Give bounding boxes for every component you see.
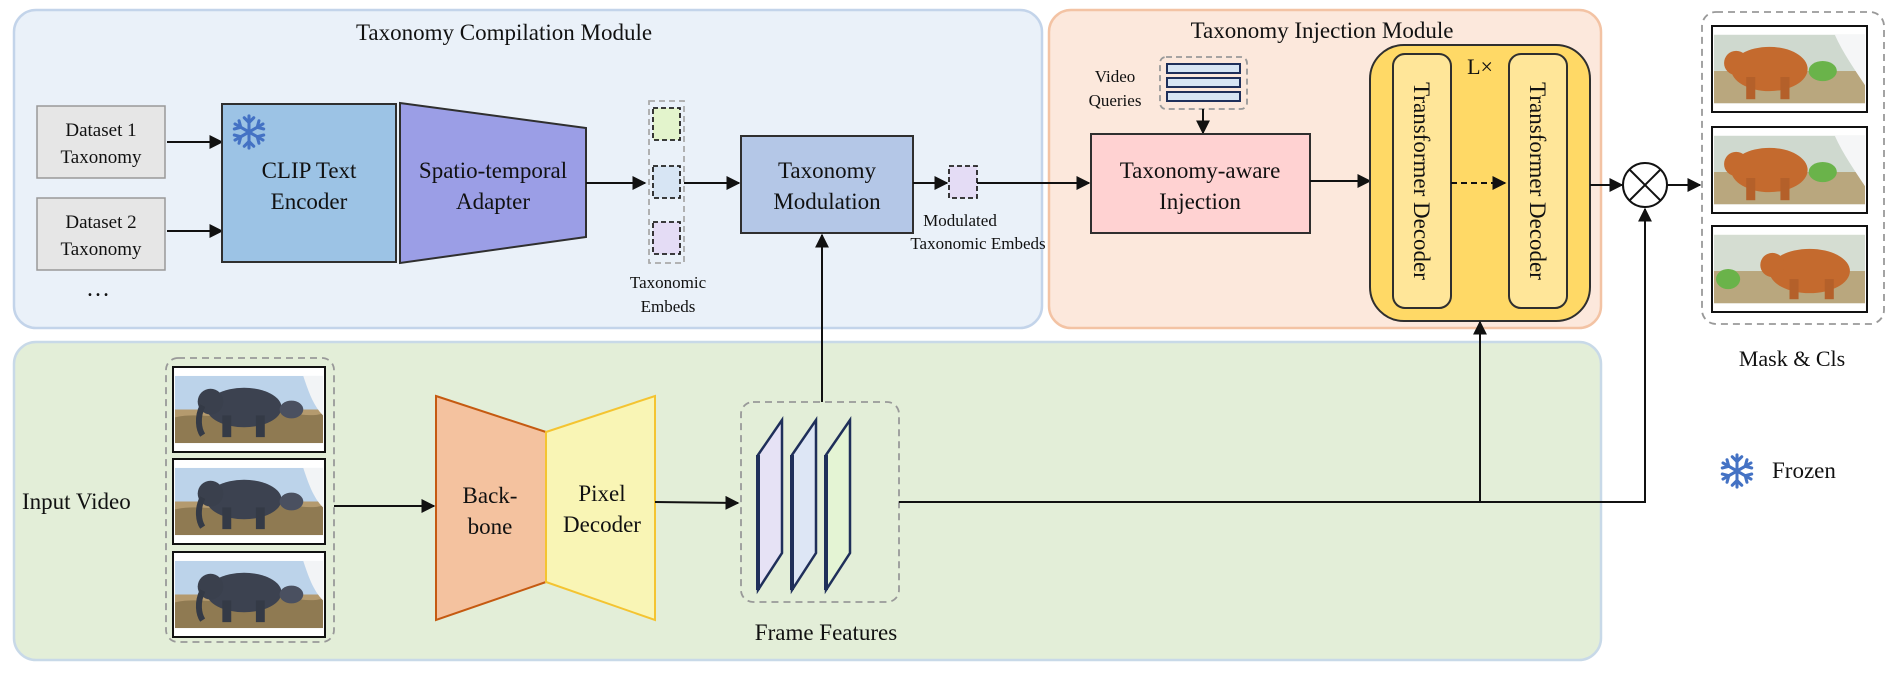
svg-text:bone: bone (468, 514, 513, 539)
svg-text:Queries: Queries (1089, 91, 1142, 110)
multiply-circle-icon (1622, 162, 1668, 208)
transformer-decoder-2 (1508, 53, 1568, 309)
svg-text:Pixel: Pixel (578, 481, 625, 506)
elephant-frame-icon (175, 376, 323, 443)
svg-text:Modulation: Modulation (773, 189, 881, 214)
svg-text:Taxonomy: Taxonomy (61, 239, 142, 260)
elephant-frame-icon (175, 561, 323, 628)
segmented-mask-icon (1714, 135, 1865, 205)
taxonomic-embeds-label-2: Embeds (641, 297, 696, 316)
segmented-mask-icon (1714, 34, 1865, 104)
video-queries: Video Queries (1089, 56, 1248, 110)
dataset-1-box: Dataset 1 Taxonomy (36, 105, 166, 179)
segmented-mask-icon (1714, 234, 1865, 304)
elephant-frame-icon (175, 468, 323, 535)
frame-features-label: Frame Features (755, 620, 897, 645)
spatio-temporal-adapter: Spatio-temporal Adapter (399, 101, 587, 265)
svg-text:Back-: Back- (463, 483, 518, 508)
frame-features (740, 401, 900, 603)
svg-text:Spatio-temporal: Spatio-temporal (419, 158, 567, 183)
svg-text:Dataset 2: Dataset 2 (65, 212, 136, 233)
snowflake-icon (1721, 455, 1754, 487)
output-label: Mask & Cls (1739, 346, 1845, 371)
taxonomy-aware-injection-box: Taxonomy-aware Injection (1090, 133, 1311, 234)
transformer-decoder-1 (1392, 53, 1452, 309)
svg-text:Video: Video (1095, 67, 1136, 86)
injection-module-title: Taxonomy Injection Module (1191, 18, 1454, 43)
input-video-label: Input Video (22, 489, 131, 514)
transformer-decoder-stack: L× Transformer Decoder Transformer Decod… (1369, 44, 1591, 322)
dataset-ellipsis: … (86, 276, 110, 302)
modulated-embed: Modulated Taxonomic Embeds (910, 165, 1046, 253)
svg-text:Taxonomy: Taxonomy (778, 158, 877, 183)
svg-text:Encoder: Encoder (271, 189, 348, 214)
svg-text:Dataset 1: Dataset 1 (65, 120, 136, 141)
pixel-decoder-block: Pixel Decoder (545, 394, 656, 622)
arrow-features-multiply (1480, 207, 1652, 503)
transformer-decoder-1-label: Transformer Decoder (1409, 82, 1434, 280)
taxonomy-modulation-box: Taxonomy Modulation (740, 135, 914, 234)
compilation-module-title: Taxonomy Compilation Module (356, 20, 652, 45)
clip-text-encoder-box: CLIP Text Encoder (221, 103, 397, 263)
legend-frozen: Frozen (1772, 458, 1836, 483)
svg-text:Adapter: Adapter (456, 189, 530, 214)
mask-output-frames (1701, 11, 1885, 325)
dataset-2-box: Dataset 2 Taxonomy (36, 197, 166, 271)
svg-text:Taxonomy: Taxonomy (61, 147, 142, 168)
backbone-block: Back- bone (435, 394, 547, 622)
svg-text:Injection: Injection (1159, 189, 1241, 214)
modulated-embeds-label: Modulated (923, 211, 997, 230)
taxonomic-embeds: Taxonomic Embeds (630, 100, 707, 316)
svg-text:CLIP Text: CLIP Text (262, 158, 357, 183)
transformer-decoder-2-label: Transformer Decoder (1525, 82, 1550, 280)
modulated-embeds-label-2: Taxonomic Embeds (910, 234, 1045, 253)
input-video-frames (165, 357, 335, 643)
arrow-pixeldecoder-features (654, 495, 740, 510)
svg-text:Decoder: Decoder (563, 512, 641, 537)
svg-text:Taxonomy-aware: Taxonomy-aware (1120, 158, 1281, 183)
taxonomic-embeds-label: Taxonomic (630, 273, 707, 292)
decoder-repeat-label: L× (1467, 54, 1493, 79)
